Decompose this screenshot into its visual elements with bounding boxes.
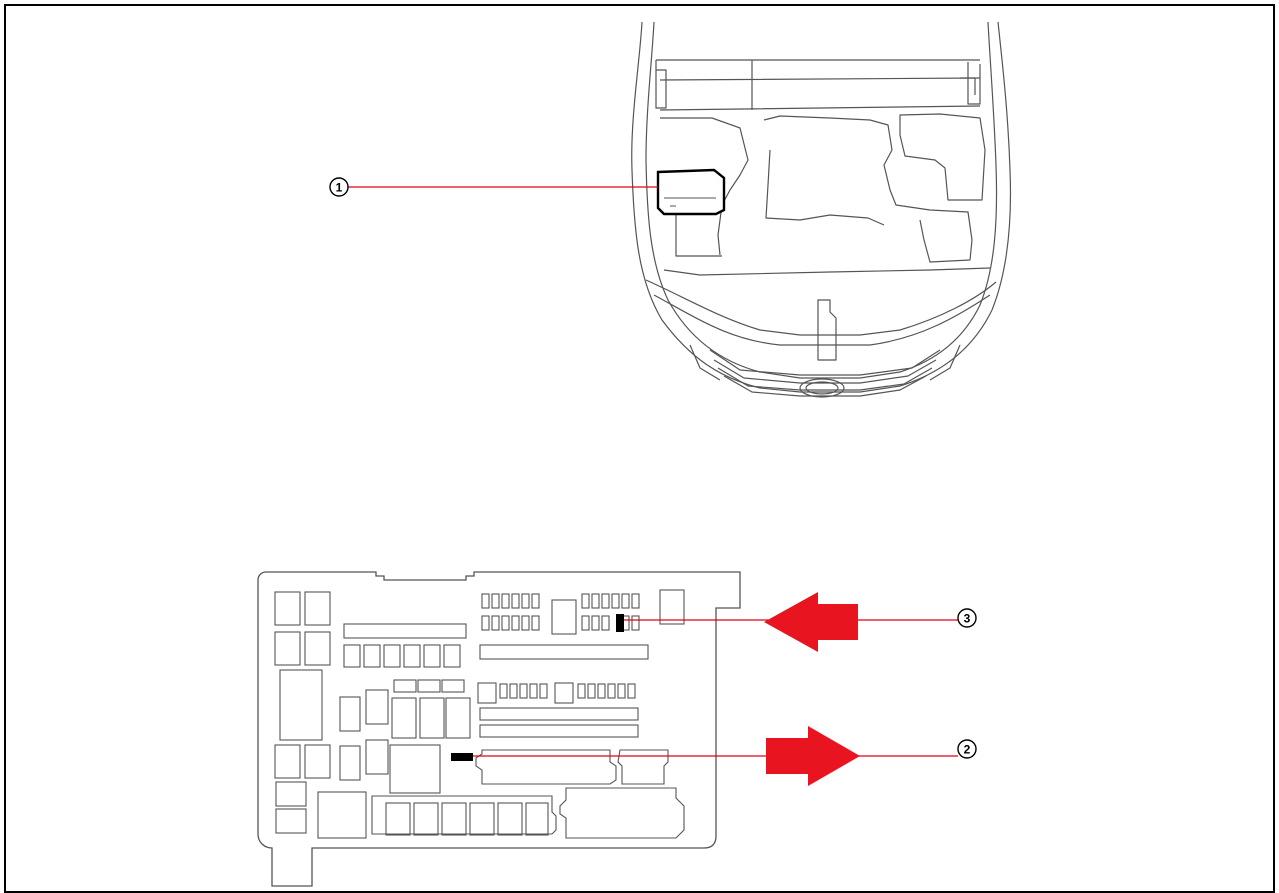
- car-top-view: [631, 21, 1012, 398]
- callout-2-circle: [957, 739, 977, 759]
- callout-3-circle: [957, 608, 977, 628]
- fuse-3-highlight: [616, 614, 624, 632]
- callout-1: 1: [329, 177, 658, 197]
- callout-2: 2: [473, 726, 977, 786]
- diagram-frame: [4, 4, 1275, 893]
- callout-1-circle: [329, 177, 349, 197]
- engine-fuse-box: [656, 168, 726, 216]
- arrow-left-icon: [764, 592, 858, 652]
- fuse-2-highlight: [451, 753, 473, 761]
- callout-3-number: 3: [964, 612, 971, 626]
- arrow-right-icon: [766, 726, 860, 786]
- fuse-box-layout: [257, 571, 741, 887]
- callout-1-number: 1: [336, 181, 343, 195]
- callout-3: 3: [624, 592, 977, 652]
- callout-2-number: 2: [964, 743, 971, 757]
